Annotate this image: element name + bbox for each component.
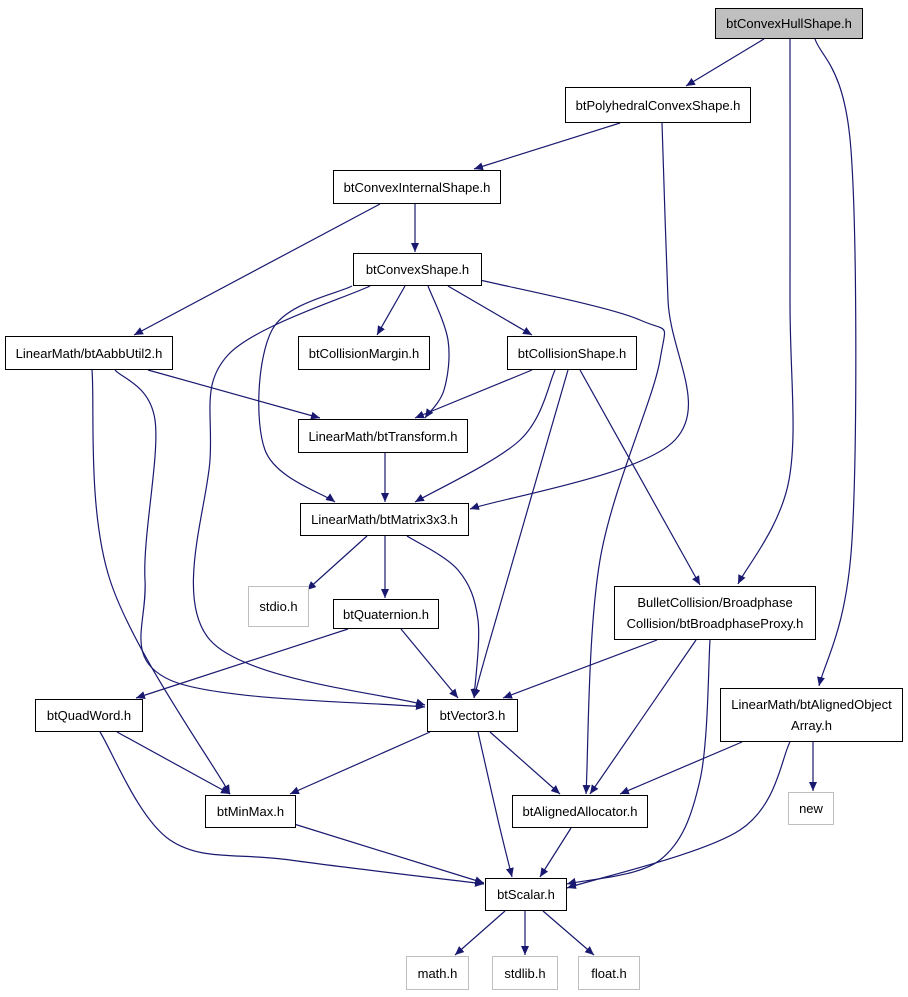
node-label: btPolyhedralConvexShape.h: [575, 97, 741, 113]
edge-btConvexShape-to-btCollisionMargin: [376, 285, 406, 336]
edge-btConvexShape-to-btAlignedAllocator: [479, 279, 666, 795]
edge-btMatrix3x3-to-stdio: [306, 535, 368, 591]
node-btScalar[interactable]: btScalar.h: [485, 878, 567, 911]
node-label: btScalar.h: [497, 887, 555, 902]
node-label: btVector3.h: [439, 708, 506, 723]
node-label: btConvexHullShape.h: [726, 16, 852, 31]
node-btVector3[interactable]: btVector3.h: [427, 699, 518, 732]
edge-btBroadphaseProxy-to-btAlignedAllocator: [589, 639, 697, 795]
node-btMinMax[interactable]: btMinMax.h: [205, 795, 296, 828]
node-label: LinearMath/btTransform.h: [308, 428, 458, 444]
node-label: btCollisionMargin.h: [308, 345, 420, 361]
edge-btCollisionShape-to-btVector3: [472, 369, 569, 699]
node-btConvexShape[interactable]: btConvexShape.h: [353, 253, 482, 286]
node-label: LinearMath/btAabbUtil2.h: [15, 345, 163, 361]
edge-btConvexHullShape-to-btPolyhedralConvexShape: [685, 38, 765, 87]
edge-btBroadphaseProxy-to-btVector3: [502, 639, 658, 699]
node-float: float.h: [578, 956, 640, 990]
node-label: BulletCollision/Broadphase: [637, 595, 793, 610]
edge-btPolyhedralConvexShape-to-btMatrix3x3: [469, 122, 690, 510]
node-btCollisionMargin[interactable]: btCollisionMargin.h: [298, 336, 430, 370]
node-label: math.h: [417, 965, 458, 981]
node-btCollisionShape[interactable]: btCollisionShape.h: [507, 336, 637, 370]
edge-btQuadWord-to-btMinMax: [116, 731, 231, 795]
node-label: Array.h: [791, 718, 832, 733]
node-btAabbUtil2[interactable]: LinearMath/btAabbUtil2.h: [5, 336, 173, 370]
node-btTransform[interactable]: LinearMath/btTransform.h: [298, 419, 468, 453]
node-label: LinearMath/btAlignedObject: [731, 697, 892, 712]
node-label: btCollisionShape.h: [517, 345, 627, 361]
edge-btAlignedObjectArray-to-btScalar: [566, 741, 791, 889]
node-btConvexHullShape[interactable]: btConvexHullShape.h: [715, 8, 863, 39]
node-stdio: stdio.h: [248, 586, 309, 627]
edge-btConvexShape-to-btCollisionShape: [447, 285, 533, 336]
node-label: LinearMath/btMatrix3x3.h: [311, 512, 458, 527]
edge-btVector3-to-btAlignedAllocator: [489, 731, 561, 795]
edge-btVector3-to-btMinMax: [289, 731, 431, 795]
edge-btScalar-to-math: [454, 910, 506, 956]
edge-btAlignedAllocator-to-btScalar: [539, 827, 572, 878]
node-btQuaternion[interactable]: btQuaternion.h: [333, 599, 439, 629]
node-label: btQuaternion.h: [342, 606, 429, 622]
node-stdlib: stdlib.h: [492, 956, 558, 990]
node-label: btAlignedAllocator.h: [522, 804, 638, 819]
node-label: new: [799, 801, 823, 816]
node-btConvexInternalShape[interactable]: btConvexInternalShape.h: [333, 170, 501, 204]
node-label: Collision/btBroadphaseProxy.h: [626, 616, 804, 631]
edge-btConvexShape-to-btTransform: [424, 285, 450, 419]
edge-btCollisionShape-to-btTransform: [414, 369, 533, 419]
edge-btMinMax-to-btScalar: [293, 823, 485, 885]
node-label: btConvexShape.h: [365, 262, 470, 277]
node-btPolyhedralConvexShape[interactable]: btPolyhedralConvexShape.h: [565, 87, 751, 123]
edge-btMatrix3x3-to-btVector3: [406, 535, 480, 699]
node-label: float.h: [591, 965, 627, 981]
edge-btConvexInternalShape-to-btAabbUtil2: [133, 203, 381, 336]
edge-btBroadphaseProxy-to-btScalar: [566, 639, 711, 886]
edge-btQuaternion-to-btVector3: [400, 628, 459, 699]
edge-btAabbUtil2-to-btMinMax: [91, 369, 231, 795]
node-new: new: [788, 792, 834, 825]
edge-btCollisionShape-to-btBroadphaseProxy: [579, 369, 701, 586]
edge-btCollisionShape-to-btMatrix3x3: [414, 369, 556, 503]
node-math: math.h: [406, 956, 469, 990]
node-label: stdlib.h: [504, 965, 546, 981]
edge-btPolyhedralConvexShape-to-btConvexInternalShape: [473, 122, 621, 171]
node-label: stdio.h: [259, 599, 298, 614]
edge-btConvexShape-to-btVector3: [192, 285, 426, 707]
edge-btVector3-to-btScalar: [477, 731, 514, 878]
edge-btAabbUtil2-to-btTransform: [147, 369, 321, 420]
edge-btQuaternion-to-btQuadWord: [135, 628, 349, 700]
edge-btConvexHullShape-to-btAlignedObjectArray: [814, 38, 857, 687]
node-label: btMinMax.h: [216, 804, 285, 819]
edge-btAlignedObjectArray-to-btAlignedAllocator: [619, 741, 743, 795]
edge-btAabbUtil2-to-btVector3: [114, 369, 426, 711]
edge-btScalar-to-float: [542, 910, 595, 956]
node-label: btConvexInternalShape.h: [343, 179, 491, 195]
edge-btConvexShape-to-btMatrix3x3: [258, 285, 353, 503]
edge-btQuadWord-to-btScalar: [99, 731, 485, 887]
node-label: btQuadWord.h: [46, 708, 132, 723]
node-btMatrix3x3[interactable]: LinearMath/btMatrix3x3.h: [300, 503, 469, 536]
edge-btConvexHullShape-to-btBroadphaseProxy: [737, 38, 794, 585]
node-btQuadWord[interactable]: btQuadWord.h: [35, 699, 143, 732]
node-btAlignedAllocator[interactable]: btAlignedAllocator.h: [512, 795, 648, 828]
